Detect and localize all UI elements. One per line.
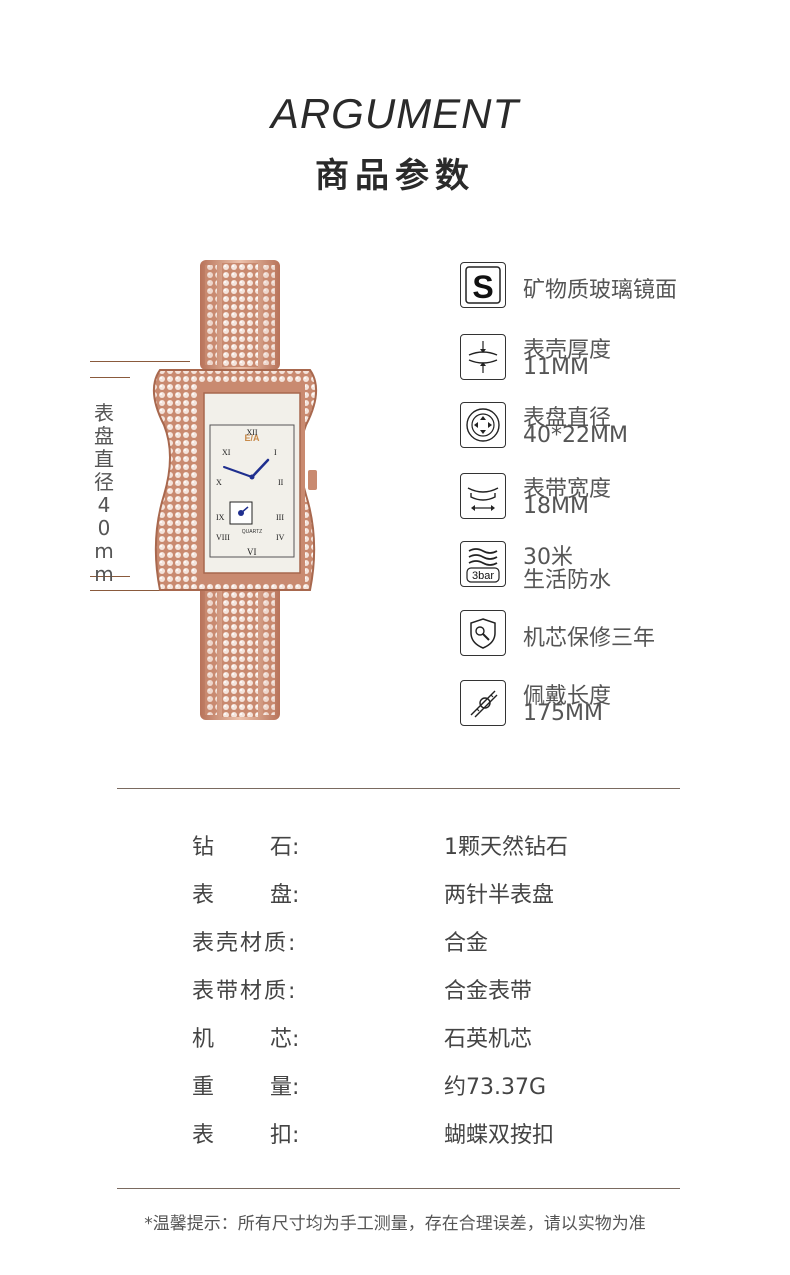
spec-wearing-length-label: 佩戴长度 (523, 684, 612, 709)
param-value: 合金 (444, 931, 489, 956)
spec-warranty-label: 机芯保修三年 (523, 626, 656, 651)
svg-text:XI: XI (222, 448, 231, 457)
param-key-part2: 扣: (270, 1123, 300, 1148)
param-value: 两针半表盘 (444, 883, 555, 908)
dimension-line-top-inner (90, 377, 130, 378)
param-value: 约73.37G (444, 1075, 547, 1100)
svg-text:VIII: VIII (216, 533, 230, 542)
svg-text:I: I (274, 448, 277, 457)
param-key-part1: 机 (192, 1027, 215, 1052)
param-key-part2: 石: (270, 835, 300, 860)
strap-width-icon (460, 473, 506, 519)
svg-text:VI: VI (247, 547, 257, 557)
divider-bottom (117, 1188, 680, 1189)
param-value: 蝴蝶双按扣 (444, 1123, 555, 1148)
param-key-part2: 芯: (270, 1027, 300, 1052)
param-key: 表壳材质: (192, 931, 298, 956)
svg-text:II: II (278, 478, 284, 487)
param-key-part1: 重 (192, 1075, 215, 1100)
svg-text:XII: XII (246, 428, 257, 437)
dial-diameter-label: 表盘直径40mm (94, 401, 114, 586)
spec-water-resistance-label: 生活防水 (523, 568, 612, 593)
svg-text:IV: IV (276, 533, 285, 542)
spec-dial-diameter-label: 表盘直径 (523, 406, 612, 431)
heading-english: ARGUMENT (270, 90, 520, 137)
param-row-diamond: 钻 石: 1颗天然钻石 (0, 829, 790, 860)
disclaimer-note: *温馨提示：所有尺寸均为手工测量，存在合理误差，请以实物为准 (144, 1214, 646, 1234)
watch-image: E/A XII XI I X II IX III VIII IV VI QUAR… (150, 255, 320, 725)
param-key-part2: 量: (270, 1075, 300, 1100)
svg-text:IX: IX (216, 513, 225, 522)
dial-diameter-icon (460, 402, 506, 448)
param-row-strap-material: 表带材质: 合金表带 (0, 973, 790, 1004)
s-letter-icon: S (460, 262, 506, 308)
dimension-line-bottom-inner (90, 576, 130, 577)
param-key-part1: 钻 (192, 835, 215, 860)
svg-text:QUARTZ: QUARTZ (242, 529, 262, 535)
case-thickness-icon (460, 334, 506, 380)
param-key: 表带材质: (192, 979, 298, 1004)
spec-case-thickness-label: 表壳厚度 (523, 338, 612, 363)
svg-text:3bar: 3bar (472, 570, 494, 582)
spec-wearing-length-value: 175MM (523, 701, 603, 726)
param-row-movement: 机 芯: 石英机芯 (0, 1021, 790, 1052)
svg-text:III: III (276, 513, 284, 522)
param-value: 合金表带 (444, 979, 533, 1004)
divider-top (117, 788, 680, 789)
param-key-part2: 盘: (270, 883, 300, 908)
dimension-line-top-outer (90, 361, 190, 362)
param-row-clasp: 表 扣: 蝴蝶双按扣 (0, 1117, 790, 1148)
param-row-weight: 重 量: 约73.37G (0, 1069, 790, 1100)
param-key-part1: 表 (192, 1123, 215, 1148)
water-resistance-icon: 3bar (460, 541, 506, 587)
param-row-case-material: 表壳材质: 合金 (0, 925, 790, 956)
svg-text:X: X (216, 478, 222, 487)
spec-strap-width-value: 18MM (523, 494, 589, 519)
param-key-part1: 表 (192, 883, 215, 908)
warranty-shield-icon (460, 610, 506, 656)
param-value: 石英机芯 (444, 1027, 533, 1052)
spec-water-resistance-value: 30米 (523, 545, 573, 570)
param-row-dial: 表 盘: 两针半表盘 (0, 877, 790, 908)
spec-case-thickness-value: 11MM (523, 355, 589, 380)
spec-dial-diameter-value: 40*22MM (523, 423, 628, 448)
spec-strap-width-label: 表带宽度 (523, 477, 612, 502)
spec-glass-label: 矿物质玻璃镜面 (523, 278, 678, 303)
heading-chinese: 商品参数 (315, 156, 475, 196)
param-value: 1颗天然钻石 (444, 835, 568, 860)
svg-text:S: S (472, 269, 493, 304)
dimension-line-bottom-outer (90, 590, 190, 591)
wearing-length-icon (460, 680, 506, 726)
svg-text:E/A: E/A (244, 433, 260, 443)
